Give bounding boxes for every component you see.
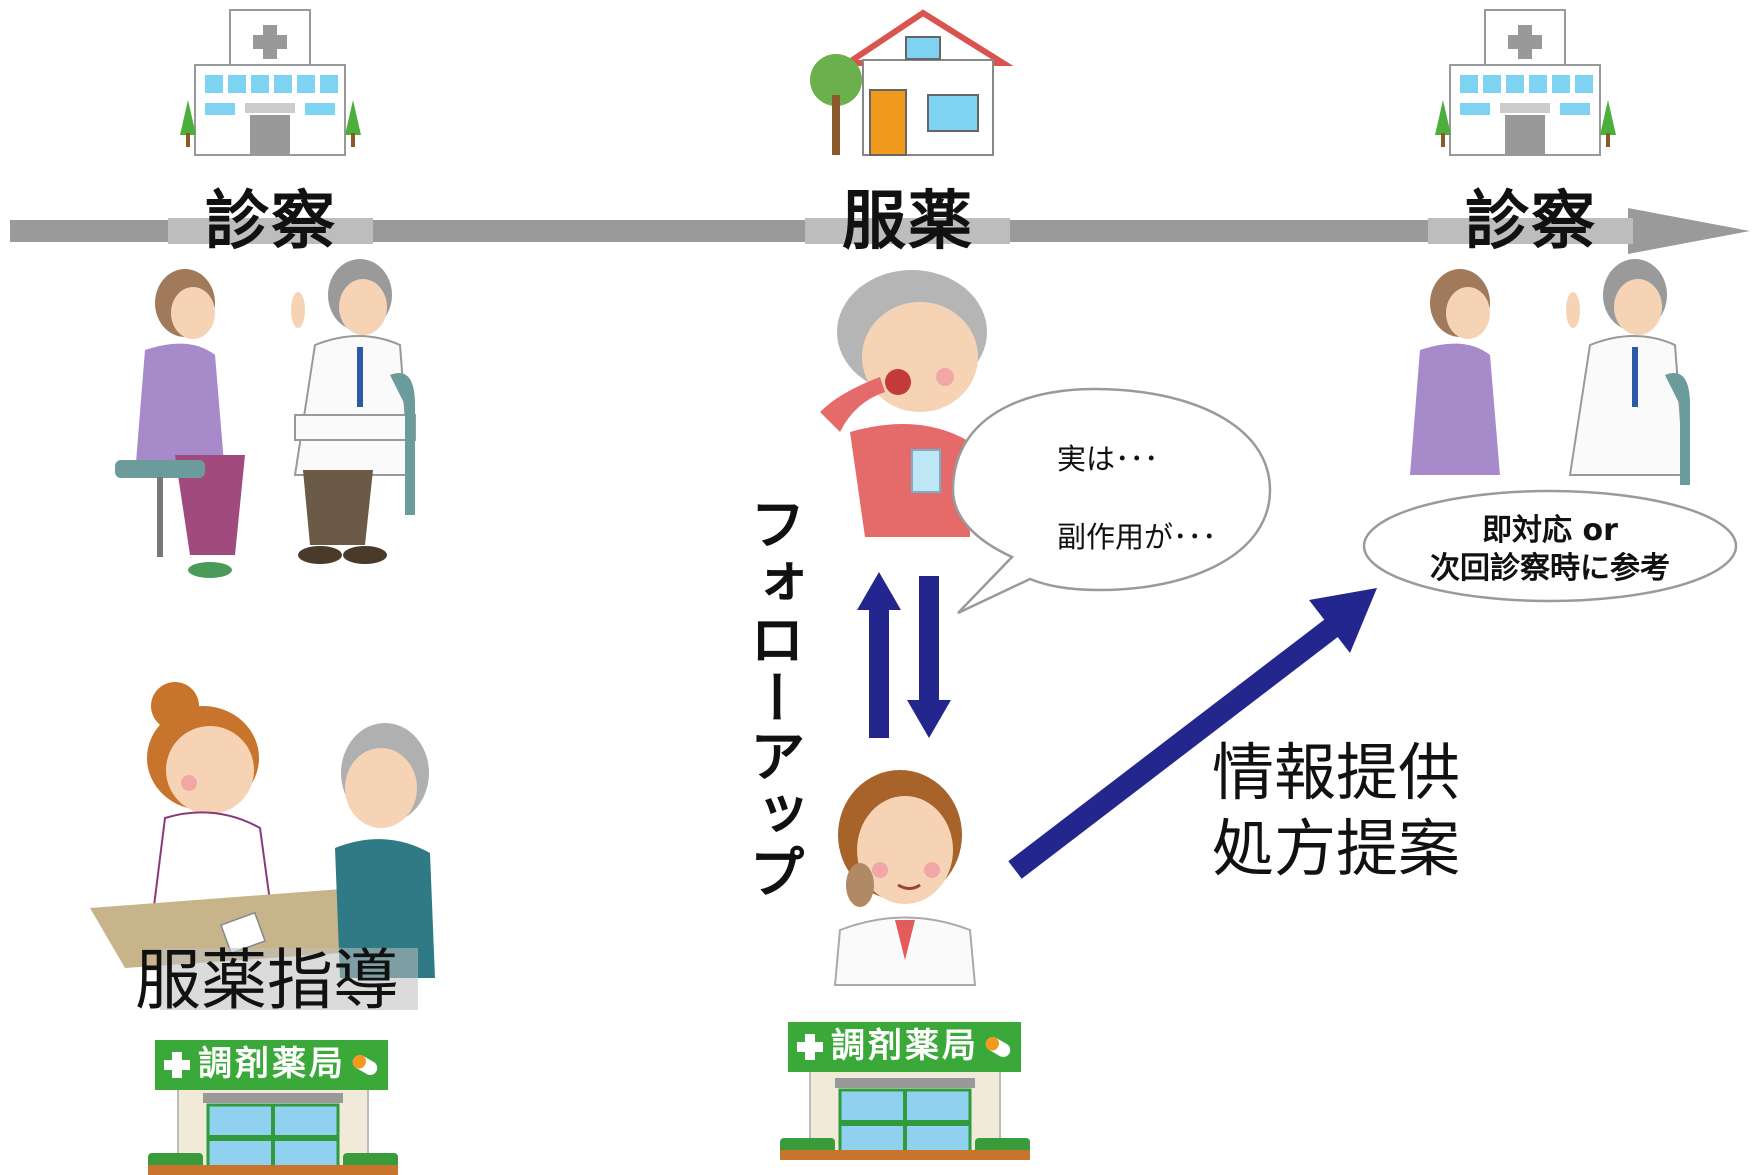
- speech-bubble: [951, 387, 1272, 615]
- info-label-line-2: 処方提案: [1212, 812, 1461, 885]
- hospital-icon-right: [1435, 9, 1616, 156]
- consultation-illustration-left: [115, 259, 416, 578]
- stage-label-medication: 服薬: [842, 185, 974, 259]
- consultation-illustration-right: [1410, 259, 1690, 485]
- counseling-label: 服薬指導: [135, 942, 399, 1019]
- stage-label-diagnosis-left: 診察: [205, 185, 337, 259]
- capsule-icon: [985, 1036, 1011, 1057]
- information-arrow: [1008, 588, 1377, 879]
- pharmacy-sign-middle: [788, 1022, 1021, 1072]
- medical-cross-icon: [164, 1052, 190, 1078]
- outcome-note-oval: [1362, 489, 1738, 603]
- pharmacy-sign-left: [155, 1040, 388, 1090]
- follow-up-label: フォローアップ: [740, 495, 805, 901]
- pharmacy-building-middle: [780, 1069, 1030, 1160]
- info-label-line-1: 情報提供: [1212, 736, 1461, 809]
- speech-line-1: 実は･･･: [1057, 442, 1159, 476]
- follow-up-arrows: [857, 572, 951, 738]
- capsule-icon: [352, 1054, 378, 1075]
- house-icon: [810, 9, 1014, 156]
- outcome-note-line-1: 即対応 or: [1482, 513, 1618, 548]
- speech-line-2: 副作用が･･･: [1057, 520, 1217, 554]
- medical-cross-icon: [797, 1034, 823, 1060]
- stage-label-diagnosis-right: 診察: [1465, 185, 1597, 259]
- hospital-icon-left: [180, 9, 361, 156]
- pharmacist-on-phone-illustration: [833, 770, 977, 986]
- patient-taking-medicine-illustration: [820, 270, 987, 537]
- outcome-note-line-2: 次回診察時に参考: [1430, 551, 1670, 586]
- pharmacy-building-left: [148, 1084, 398, 1175]
- pharmacy-sign-middle-text: 調剤薬局: [831, 1026, 979, 1066]
- counseling-label-backdrop: [160, 948, 418, 1010]
- pharmacy-sign-left-text: 調剤薬局: [198, 1044, 346, 1084]
